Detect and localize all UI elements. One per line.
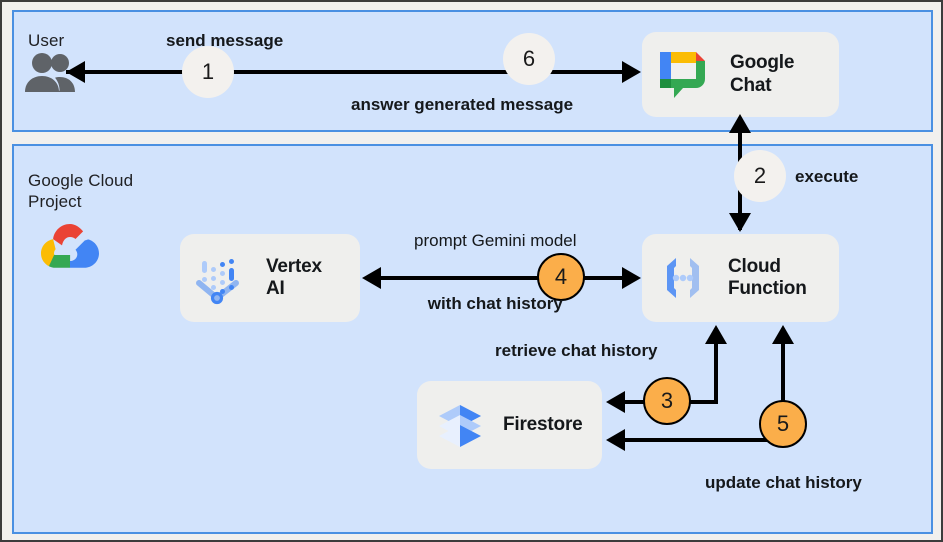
edge-4-arrowhead-right <box>622 267 641 289</box>
node-google-chat-label: Google Chat <box>730 52 795 96</box>
edge-2-arrowhead-up <box>729 114 751 133</box>
panel-google-cloud-project-title: Google Cloud Project <box>28 171 134 212</box>
edge-4-line <box>380 276 626 280</box>
panel-user-title: User <box>28 31 65 50</box>
node-google-chat[interactable]: Google Chat <box>642 32 839 117</box>
edge-label-4-line1: prompt Gemini model <box>414 230 577 250</box>
node-cloud-function[interactable]: Cloud Function <box>642 234 839 322</box>
firestore-icon <box>431 396 489 454</box>
node-firestore[interactable]: Firestore <box>417 381 602 469</box>
edge-label-4: prompt Gemini model with chat history <box>414 187 577 357</box>
step-badge-5: 5 <box>759 400 807 448</box>
step-badge-2: 2 <box>734 150 786 202</box>
step-badge-3: 3 <box>643 377 691 425</box>
edge-4-arrowhead-left <box>362 267 381 289</box>
cloud-function-icon <box>654 249 712 307</box>
edge-5-line-v <box>781 337 785 440</box>
edge-label-6: answer generated message <box>351 95 574 114</box>
edge-label-2: execute <box>795 167 859 186</box>
edge-2-arrowhead-down <box>729 213 751 232</box>
google-chat-icon <box>652 44 714 106</box>
node-firestore-label: Firestore <box>503 413 583 435</box>
edge-3-line-v <box>714 337 718 402</box>
edge-1-arrowhead <box>66 61 85 83</box>
node-cloud-function-label: Cloud Function <box>728 255 807 299</box>
edge-label-5: update chat history <box>705 473 862 492</box>
node-vertex-ai-label: Vertex AI <box>266 255 322 299</box>
edge-5-arrowhead <box>606 429 625 451</box>
step-badge-4: 4 <box>537 253 585 301</box>
edge-6-line <box>332 70 624 74</box>
edge-label-4-line2: with chat history <box>427 294 563 314</box>
edge-3-arrowhead-firestore <box>606 391 625 413</box>
edge-6-arrowhead <box>622 61 641 83</box>
edge-5-line-h <box>622 438 785 442</box>
node-vertex-ai[interactable]: Vertex AI <box>180 234 360 322</box>
vertex-ai-icon <box>192 249 250 307</box>
edge-label-3: retrieve chat history <box>495 341 658 360</box>
google-cloud-icon <box>40 220 100 277</box>
edge-5-arrowhead-cf <box>772 325 794 344</box>
step-badge-6: 6 <box>503 33 555 85</box>
step-badge-1: 1 <box>182 46 234 98</box>
edge-label-1: send message <box>166 31 284 50</box>
edge-3-arrowhead <box>705 325 727 344</box>
